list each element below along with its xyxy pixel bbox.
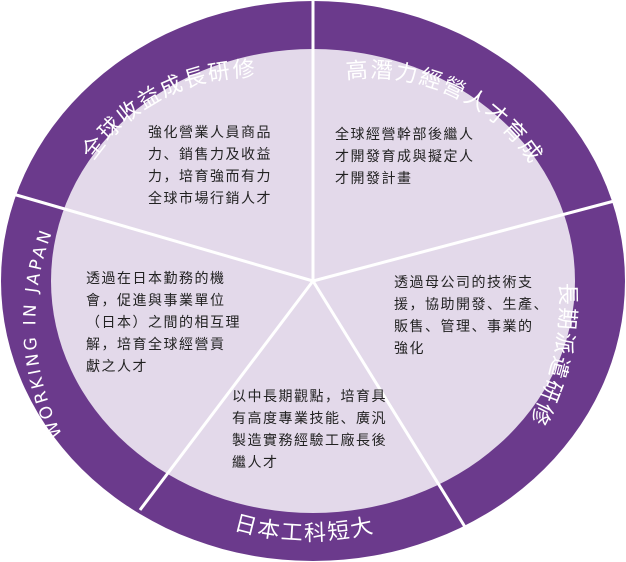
segment-description-high-potential: 全球經營幹部後繼人 才開發育成與擬定人 才開發計畫 — [335, 127, 475, 187]
divider-right — [312, 198, 619, 283]
segment-description-global-revenue: 強化營業人員商品 力、銷售力及收益 力，培育強而有力 全球市場行銷人才 — [148, 125, 272, 207]
divider-bottom-right — [311, 280, 472, 536]
divider-left — [5, 190, 314, 283]
segment-description-working-in-japan: 透過在日本勤務的機 會，促進與事業單位 （日本）之間的相互理 解，培育全球經營貢… — [86, 271, 241, 375]
segment-description-japan-college: 以中長期觀點，培育具 有高度專業技能、廣汎 製造實務經驗工廠長後 繼人才 — [232, 389, 387, 471]
segment-dividers — [5, 1, 619, 536]
segment-description-long-term-dispatch: 透過母公司的技術支 援，協助開發、生產、 販售、管理、事業的 強化 — [394, 275, 549, 357]
divider-bottom-left — [138, 280, 315, 511]
